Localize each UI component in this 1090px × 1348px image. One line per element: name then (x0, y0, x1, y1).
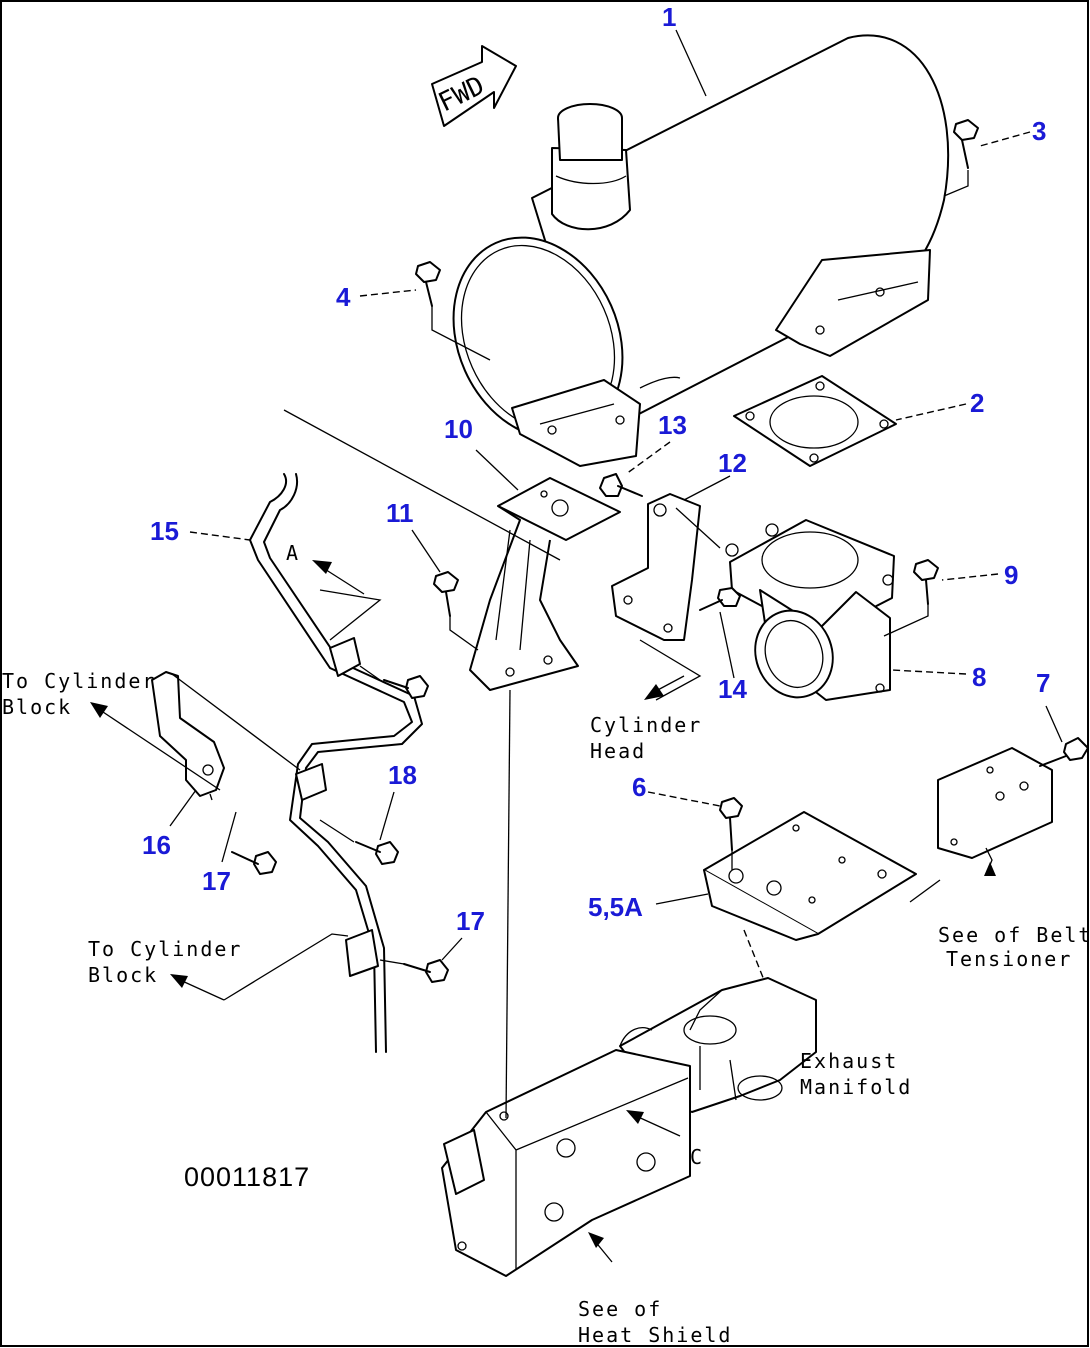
note-cylinder-head-line2: Head (590, 739, 646, 763)
bolt-14 (699, 587, 741, 611)
leader-lines (169, 29, 1063, 961)
callout-5-5a: 5,5A (588, 892, 643, 922)
callout-6: 6 (632, 772, 646, 802)
callout-14: 14 (718, 674, 747, 704)
note-cylinder-block-1-line1: To Cylinder (2, 669, 156, 693)
callout-15: 15 (150, 516, 179, 546)
callout-18: 18 (388, 760, 417, 790)
callout-12: 12 (718, 448, 747, 478)
callout-4: 4 (336, 282, 351, 312)
bolt-7 (1039, 737, 1089, 767)
callout-13: 13 (658, 410, 687, 440)
heat-shield (441, 1049, 691, 1277)
bolt-6 (719, 797, 743, 851)
assembly-lines (171, 170, 969, 1119)
note-belt-tensioner-line1: See of Belt (938, 923, 1090, 947)
bolt-11 (433, 571, 459, 617)
exhaust-elbow (725, 519, 895, 701)
muffler (452, 34, 950, 467)
note-heat-shield-line2: Heat Shield (578, 1323, 732, 1347)
muffler-bracket (469, 477, 621, 691)
bolt-3 (953, 119, 979, 169)
ref-mark-c: C (690, 1145, 704, 1169)
bolt-18 (355, 841, 399, 865)
callout-7: 7 (1036, 668, 1050, 698)
bolt-17-upper (231, 851, 277, 875)
note-exhaust-manifold-line2: Manifold (800, 1075, 912, 1099)
drawing-number: 00011817 (184, 1162, 310, 1192)
tensioner-bracket (937, 747, 1053, 859)
note-exhaust-manifold-line1: Exhaust (800, 1049, 898, 1073)
elbow-stay (611, 493, 721, 641)
callout-1: 1 (662, 2, 676, 32)
tube-clip-bracket (151, 671, 225, 797)
direction-arrows (90, 560, 996, 1263)
callout-8: 8 (972, 662, 986, 692)
note-belt-tensioner-line2: Tensioner (946, 947, 1072, 971)
note-cylinder-block-1-line2: Block (2, 695, 72, 719)
bolt-15-clip (383, 675, 429, 699)
note-heat-shield-line1: See of (578, 1297, 662, 1321)
note-cylinder-block-2-line2: Block (88, 963, 158, 987)
reference-notes: To Cylinder Block To Cylinder Block Cyli… (2, 541, 1090, 1347)
callout-17-lower: 17 (456, 906, 485, 936)
mounting-plate (703, 811, 917, 941)
bolt-17-lower (403, 959, 449, 983)
bolt-4 (415, 261, 441, 307)
callout-2: 2 (970, 388, 984, 418)
fwd-arrow: FWD (431, 45, 517, 127)
callout-16: 16 (142, 830, 171, 860)
ref-mark-a: A (286, 541, 300, 565)
callout-11: 11 (386, 498, 414, 528)
callout-3: 3 (1032, 116, 1046, 146)
note-cylinder-head-line1: Cylinder (590, 713, 702, 737)
callout-17-upper: 17 (202, 866, 231, 896)
callout-10: 10 (444, 414, 473, 444)
bolt-9 (913, 559, 939, 605)
breather-tube (249, 473, 423, 1053)
bolt-13 (599, 473, 643, 497)
gasket (733, 375, 897, 467)
callout-9: 9 (1004, 560, 1018, 590)
callout-numbers: 1 3 4 2 10 13 12 11 15 9 8 14 7 18 6 16 … (142, 2, 1050, 936)
note-cylinder-block-2-line1: To Cylinder (88, 937, 242, 961)
